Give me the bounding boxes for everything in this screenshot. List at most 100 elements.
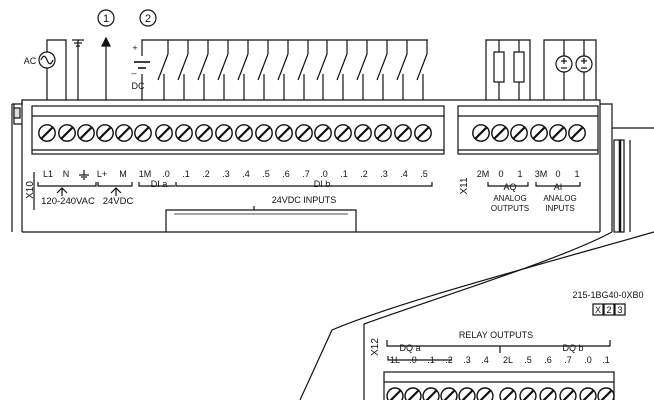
x10-terminal-label: .6 [282,169,290,179]
bracket-power [37,182,97,187]
callout-2-text: 2 [145,13,151,25]
lower-outline-outer [299,231,654,400]
screw-slot [40,126,54,140]
x12-screw-9 [559,387,577,400]
bracket-aq [487,182,529,187]
switch-contact [177,53,189,81]
ac-wire-n [46,39,67,100]
inputs-cover [165,209,357,232]
x12-terminal-label: .7 [564,355,572,365]
screw-slot [474,126,488,140]
bracket-dib [175,182,433,187]
bracket-dia [138,182,175,187]
x11-terminal-label: 2M [477,169,490,179]
version-box-text: 3 [617,305,622,315]
analog-outputs-line1: ANALOG [493,194,526,203]
x10-terminal-label: .5 [420,169,428,179]
aq-load-2 [513,51,525,83]
x10-terminal-label: .0 [320,169,328,179]
screw-slot [237,126,251,140]
screw-slot [117,126,131,140]
x12-terminal-label: .1 [602,355,610,365]
screw-slot [277,126,291,140]
x10-terminal-label: L+ [97,169,107,179]
x11-terminal-label: 1 [574,169,579,179]
bracket-24vdc [97,182,133,187]
analog-inputs-line2: INPUTS [545,204,574,213]
screw-slot [60,126,74,140]
dc-wire [141,39,428,100]
x12-terminal-label: .6 [544,355,552,365]
x12-terminal-label: .4 [481,355,489,365]
dqa-bracket [387,356,452,361]
lower-outline-inner [363,231,613,325]
screw-slot [79,126,93,140]
switch-contact [217,53,229,81]
screw-slot [512,126,526,140]
x12-screw-4 [458,387,476,400]
screw-slot [336,126,350,140]
version-box [614,303,626,316]
x11-terminal-label: 1 [517,169,522,179]
callout-1-text: 1 [103,13,109,25]
screw-slot [177,126,191,140]
ai-loop [543,39,597,100]
x11-terminal-label: 0 [555,169,560,179]
screw-slot [376,126,390,140]
group-label-dia: DI a [151,179,168,189]
screw-slot [416,126,430,140]
x12-screw-10 [579,387,597,400]
x12-terminal-label: 2L [503,355,513,365]
x11-terminal-label: 0 [498,169,503,179]
x12-terminal-label: .1 [427,355,435,365]
screw-slot [257,126,271,140]
group-label-dib: DI b [314,179,331,189]
x12-terminal-label: .2 [445,355,453,365]
x12-screw-7 [519,387,537,400]
switch-contact [257,53,269,81]
x10-terminal-label: .3 [380,169,388,179]
x10-terminal-label: .0 [162,169,170,179]
x10-terminal-label: L1 [43,169,53,179]
bracket-ai [535,182,581,187]
x10-terminal-label: M [119,169,127,179]
x10-terminal-label: .1 [340,169,348,179]
x12-terminal-label: .0 [584,355,592,365]
x12-screw-1 [404,387,422,400]
x10-terminal-label: .5 [262,169,270,179]
x10-terminal-label: .4 [400,169,408,179]
switch-contact [336,53,348,81]
switch-contact [297,53,309,81]
x12-screw-6 [499,387,517,400]
screw-slot [197,126,211,140]
x10-terminal-label: .7 [302,169,310,179]
version-box [592,303,604,316]
switch-contact [376,53,388,81]
aq-loop [485,39,531,100]
x12-screw-2 [422,387,440,400]
screw-slot [570,126,584,140]
version-box-text: 2 [606,305,611,315]
callout-1-arrowhead [101,36,111,47]
callout-2-circle [139,9,157,27]
screw-slot [356,126,370,140]
x12-terminal-label: 1L [390,355,400,365]
x10-terminal-label: .2 [360,169,368,179]
x12-terminal-label: .3 [463,355,471,365]
x11-terminal-label: 3M [535,169,548,179]
dqa-label: DQ a [399,343,420,353]
ai-label: AI [554,182,563,192]
aq-load-1 [493,51,505,83]
switch-contact [237,53,249,81]
screw-slot [217,126,231,140]
x10-terminal-label: .1 [182,169,190,179]
screw-slot [297,126,311,140]
version-box [603,303,615,316]
x12-screw-5 [476,387,494,400]
switch-contact [197,53,209,81]
screw-slot [136,126,150,140]
switch-contact [157,53,169,81]
switch-contact [416,53,428,81]
ac-sine [40,55,54,65]
